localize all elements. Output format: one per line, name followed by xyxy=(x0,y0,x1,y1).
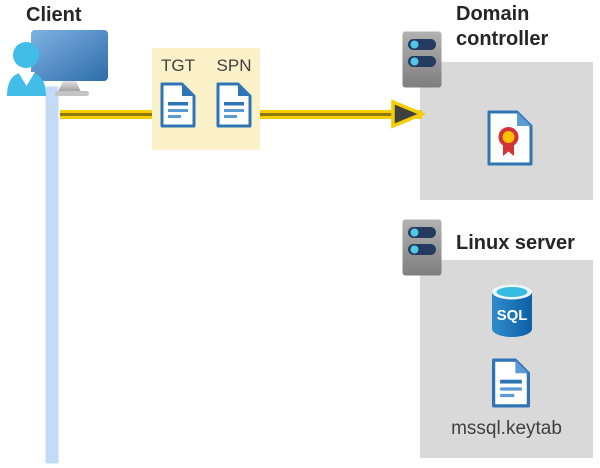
sql-database-icon: SQL xyxy=(492,284,532,337)
keytab-document-icon xyxy=(491,358,531,408)
ticket-box: TGT SPN xyxy=(152,48,260,150)
spn-document-icon xyxy=(216,82,252,128)
certificate-icon xyxy=(487,110,533,166)
domain-controller-panel xyxy=(420,62,593,200)
tgt-label: TGT xyxy=(161,56,195,75)
sql-icon-text: SQL xyxy=(497,307,528,324)
linux-server-icon xyxy=(402,219,442,276)
keytab-filename-label: mssql.keytab xyxy=(451,418,562,439)
client-label: Client xyxy=(26,4,82,26)
linux-server-label: Linux server xyxy=(456,232,575,254)
spn-label: SPN xyxy=(216,56,252,75)
arrowhead-icon xyxy=(391,99,425,129)
person-icon xyxy=(7,42,46,96)
client-workstation-icon xyxy=(7,30,108,96)
domain-controller-server-icon xyxy=(402,31,442,88)
tgt-document-icon xyxy=(160,82,196,128)
monitor-icon xyxy=(31,30,108,96)
tgt-ticket: TGT xyxy=(160,56,196,150)
domain-controller-label: Domain controller xyxy=(456,3,549,50)
linux-server-panel: SQL mssql.keytab xyxy=(420,260,593,458)
client-timeline-line xyxy=(45,86,59,464)
spn-ticket: SPN xyxy=(216,56,252,150)
